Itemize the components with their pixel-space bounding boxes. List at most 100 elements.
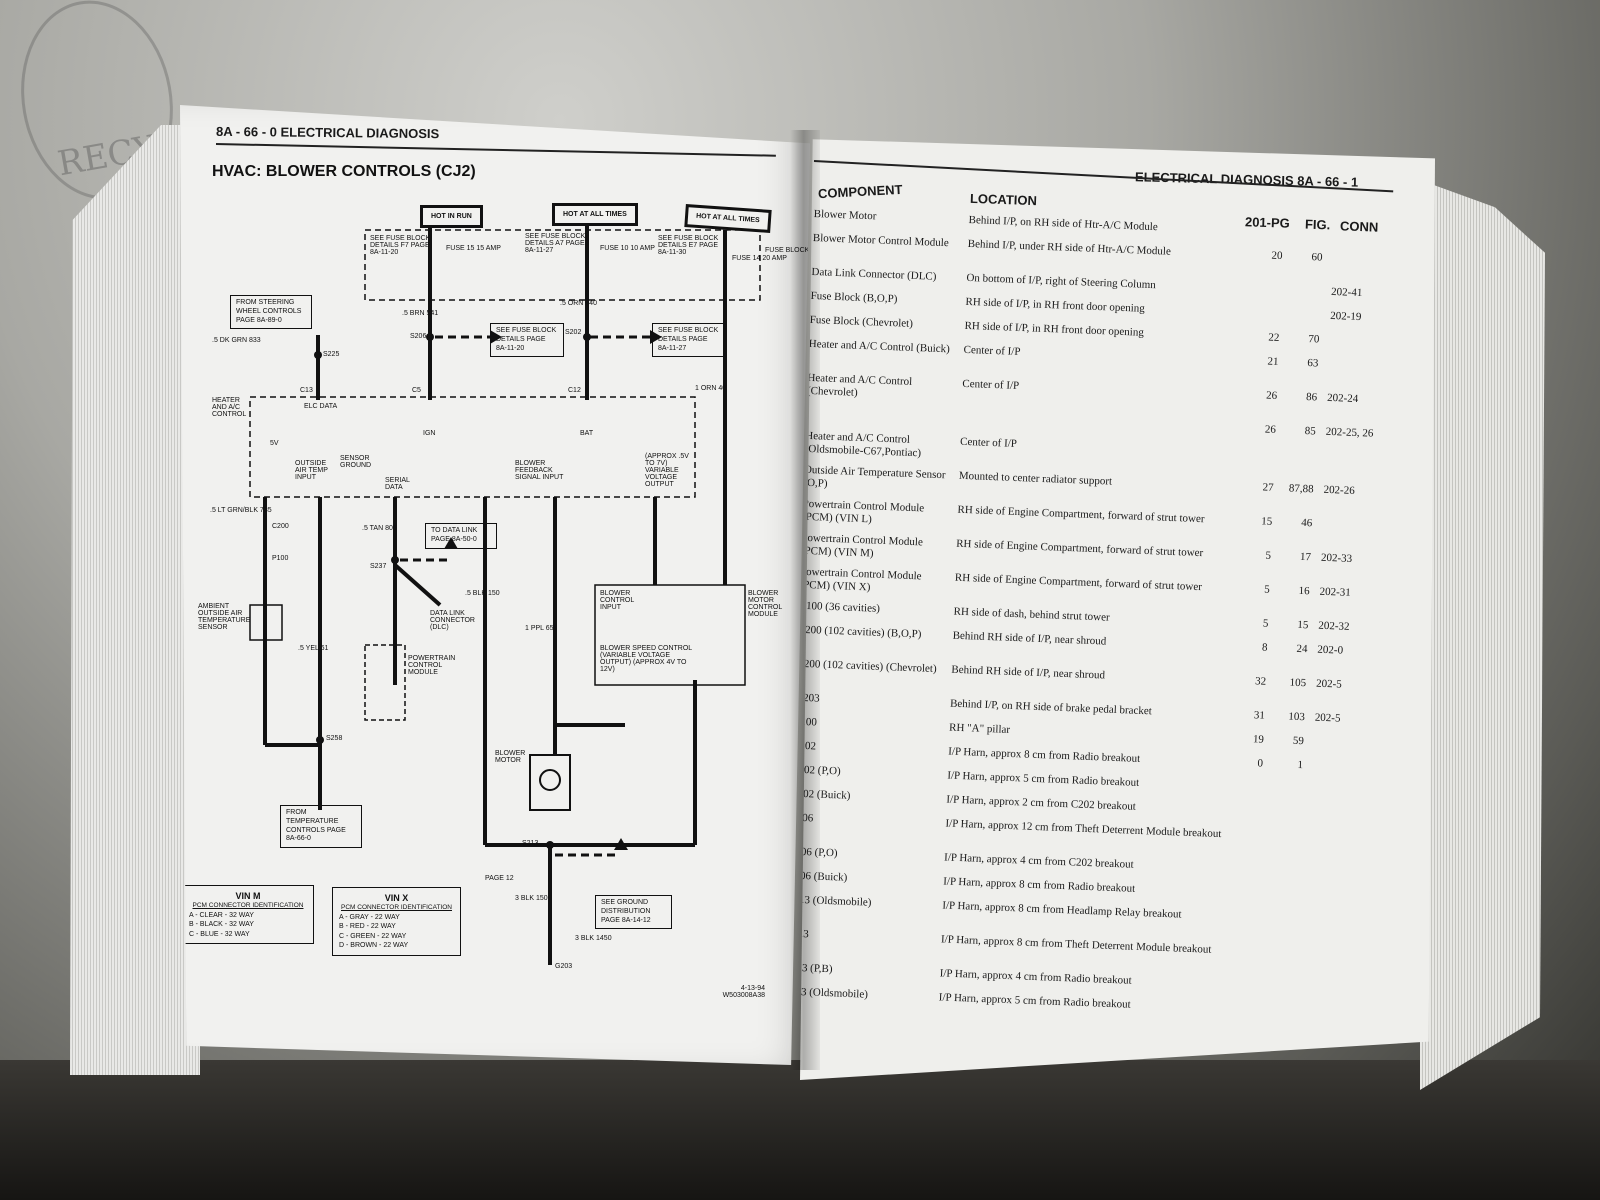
table-cell-pg: 19 [1252,733,1265,746]
table-cell-component: Powertrain Control Module (PCM) (VIN L) [801,497,925,526]
table-cell-fig: 63 [1307,357,1319,370]
left-page-content: 8A - 66 - 0 ELECTRICAL DIAGNOSIS HVAC: B… [180,105,810,1065]
fuse-label-14: FUSE 14 20 AMP [732,255,787,262]
wire-label-61: .5 YEL 61 [298,645,329,652]
fuse-label-e7: SEE FUSE BLOCK DETAILS E7 PAGE 8A-11-30 [658,235,719,256]
table-cell-pg: 5 [1262,617,1269,630]
ref-temperature-controls: FROM TEMPERATURE CONTROLS PAGE 8A-66-0 [280,805,362,848]
table-cell-conn [1334,228,1394,230]
label-blower-feedback: BLOWER FEEDBACK SIGNAL INPUT [515,460,564,481]
hot-in-run-box: HOT IN RUN [420,205,483,228]
fuse-block-label: FUSE BLOCK [765,247,810,254]
table-cell-pg: 0 [1257,757,1264,770]
table-cell-component: Outside Air Temperature Sensor (O,P) [803,463,946,490]
label-5v: 5V [270,440,279,447]
table-cell-component: Powertrain Control Module (PCM) (VIN M) [800,531,924,560]
splice-label-s237: S237 [370,563,387,570]
column-location: LOCATION [969,190,1038,209]
splice-label-s206: S206 [410,333,427,340]
label-variable-voltage: (APPROX .5V TO 7V) VARIABLE VOLTAGE OUTP… [645,453,689,488]
heater-control-outline [249,396,696,498]
label-heater-control: HEATER AND A/C CONTROL [212,397,247,418]
right-page: ELECTRICAL DIAGNOSIS 8A - 66 - 1 COMPONE… [800,139,1435,1080]
label-dlc: DATA LINK CONNECTOR (DLC) [430,610,475,631]
left-page-edges [70,125,200,1075]
table-cell-component: Heater and A/C Control (Oldsmobile-C67,P… [804,429,922,460]
arrow-head-1 [490,330,502,344]
table-cell-fig: 59 [1292,734,1305,748]
vin-m-row: A - CLEAR - 32 WAY [189,911,254,919]
table-cell-fig [1265,980,1295,981]
vin-x-row: B - RED - 22 WAY [339,923,396,931]
wire-label-800: .5 TAN 800 [362,525,397,532]
hot-at-all-times-box-1: HOT AT ALL TIMES [552,203,638,226]
connector-label-c13: C13 [300,387,313,394]
ref-fuse-block-8a-11-27: SEE FUSE BLOCK DETAILS PAGE 8A-11-27 [652,323,726,358]
wire-label-40: 1 ORN 40 [695,385,727,392]
wire-label-541: .5 BRN 541 [402,310,439,317]
table-cell-conn: 202-5 [1315,677,1342,691]
table-cell-fig [1269,864,1299,865]
column-component: COMPONENT [817,181,903,202]
vin-x-title: VIN X [384,893,409,903]
table-cell-fig [1291,284,1321,285]
table-cell-fig [1271,806,1301,807]
wire-label-833: .5 DK GRN 833 [212,337,261,344]
table-cell-fig: 16 [1298,584,1310,598]
table-cell-fig: 60 [1311,251,1323,264]
table-cell-pg: 26 [1264,423,1277,436]
wire-label-65: 1 PPL 65 [525,625,554,632]
table-cell-fig [1272,782,1302,783]
ref-ground-distribution: SEE GROUND DISTRIBUTION PAGE 8A-14-12 [595,895,672,930]
vin-x-row: C - GREEN - 22 WAY [339,932,407,940]
label-blower-control-input: BLOWER CONTROL INPUT [600,590,634,611]
label-pcm: POWERTRAIN CONTROL MODULE [408,655,456,676]
vin-x-table: VIN X PCM CONNECTOR IDENTIFICATION A - G… [332,887,461,956]
pcm-outline [364,644,406,721]
footer-code: 4-13-94 W503008A38 [722,985,765,999]
ref-fuse-block-8a-11-20: SEE FUSE BLOCK DETAILS PAGE 8A-11-20 [490,323,564,358]
table-cell-fig [1285,448,1315,449]
vin-x-subtitle: PCM CONNECTOR IDENTIFICATION [341,904,452,912]
table-cell-component: Heater and A/C Control (Chevrolet) [806,371,913,399]
blower-motor-symbol [539,769,561,791]
table-cell-component: Powertrain Control Module (PCM) (VIN X) [799,565,922,594]
table-cell-fig: 105 [1289,676,1307,690]
label-sensor-ground: SENSOR GROUND [340,455,372,469]
table-cell-pg: 5 [1265,549,1272,562]
table-cell-pg: 5 [1263,583,1270,596]
arrow-head-2 [650,330,662,344]
table-cell-pg: 32 [1254,675,1267,688]
fuse-label-a7: SEE FUSE BLOCK DETAILS A7 PAGE 8A-11-27 [525,233,586,254]
wire-label-150: .5 BLK 150 [465,590,500,597]
table-cell-pg: 27 [1262,481,1274,494]
label-elc-data: ELC DATA [304,403,338,410]
wire-800-branch [393,563,442,607]
table-cell-conn: 202-26 [1323,483,1355,497]
table-cell-conn: 202-24 [1326,391,1359,406]
table-cell-fig [1267,912,1297,913]
table-cell-conn: 202-25, 26 [1325,425,1374,440]
splice-label-s258: S258 [326,735,343,742]
table-cell-pg: 31 [1253,709,1266,722]
connector-label-p100: P100 [272,555,289,562]
table-cell-fig [1290,308,1320,309]
splice-s202 [583,333,591,341]
table-cell-fig: 1 [1297,758,1304,772]
table-cell-fig [1294,226,1324,227]
arrow-head-4 [614,838,628,850]
fuse-label-15: FUSE 15 15 AMP [446,245,501,252]
table-cell-location: Behind I/P, on RH side of Htr-A/C Module [968,213,1158,234]
table-cell-pg: 21 [1267,355,1279,368]
table-cell-fig: 87,88 [1288,482,1314,496]
table-cell-fig: 15 [1297,618,1309,632]
splice-s258 [316,736,324,744]
vin-m-row: C - BLUE - 32 WAY [189,930,250,938]
table-cell-fig: 17 [1299,550,1312,564]
wire-label-1450: 3 BLK 1450 [575,935,612,942]
table-cell-conn: 202-19 [1330,309,1362,324]
wiring-diagram [249,215,761,965]
wire-label-735: .5 LT GRN/BLK 735 [210,507,272,514]
